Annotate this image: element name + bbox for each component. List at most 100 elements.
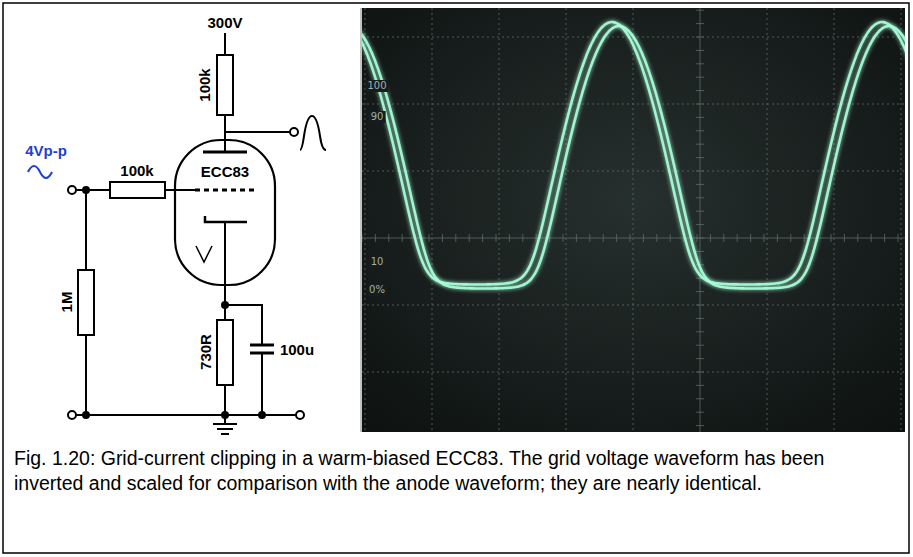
graticule-line — [362, 238, 905, 239]
wire — [224, 305, 226, 320]
graticule-line — [767, 8, 768, 432]
graticule-tick — [576, 234, 577, 242]
graticule-tick — [643, 234, 644, 242]
wire — [224, 33, 226, 55]
graticule-tick — [696, 224, 704, 225]
graticule-line — [901, 8, 902, 432]
figure-caption: Fig. 1.20: Grid-current clipping in a wa… — [14, 446, 884, 497]
cathode — [205, 216, 247, 222]
graticule-tick — [375, 234, 376, 242]
wire — [85, 335, 87, 415]
graticule-line — [432, 8, 433, 432]
graticule-tick — [844, 234, 845, 242]
input-wave-symbol — [28, 166, 52, 178]
graticule-tick — [362, 234, 363, 242]
graticule-tick — [696, 291, 704, 292]
graticule-tick — [696, 425, 704, 426]
junction-dot — [83, 412, 89, 418]
resistor-value: 100k — [197, 68, 212, 101]
resistor-symbol — [217, 320, 233, 385]
resistor-symbol — [110, 182, 165, 198]
graticule-label: 10 — [369, 256, 386, 268]
graticule-tick — [696, 184, 704, 185]
graticule-tick — [831, 234, 832, 242]
graticule-tick — [603, 234, 604, 242]
supply-voltage: 300V — [207, 15, 242, 30]
graticule-tick — [696, 23, 704, 24]
graticule-line — [362, 104, 905, 105]
resistor-value: 100k — [120, 163, 153, 178]
control-grid — [195, 189, 255, 192]
graticule-tick — [777, 234, 778, 242]
graticule-tick — [696, 398, 704, 399]
graticule-tick — [871, 234, 872, 242]
graticule-tick — [429, 234, 430, 242]
wire — [224, 385, 226, 415]
graticule-tick — [696, 37, 704, 38]
photo-edge — [361, 8, 362, 432]
graticule-tick — [402, 234, 403, 242]
graticule-line — [834, 8, 835, 432]
graticule-tick — [696, 358, 704, 359]
graticule-tick — [696, 50, 704, 51]
graticule-tick — [857, 234, 858, 242]
resistor-symbol — [78, 270, 94, 335]
graticule-label: 90 — [369, 111, 386, 123]
graticule-tick — [737, 234, 738, 242]
ground-symbol — [213, 423, 237, 425]
graticule-tick — [750, 234, 751, 242]
graticule-label: 0% — [367, 284, 387, 296]
graticule-tick — [442, 234, 443, 242]
graticule-tick — [696, 238, 704, 239]
graticule-tick — [790, 234, 791, 242]
graticule-tick — [696, 318, 704, 319]
oscilloscope-photo — [362, 8, 905, 432]
graticule-tick — [696, 345, 704, 346]
tube-type: ECC83 — [201, 164, 249, 179]
graticule-tick — [884, 234, 885, 242]
graticule-tick — [630, 234, 631, 242]
graticule-tick — [656, 234, 657, 242]
heater — [196, 246, 212, 262]
capacitor-value: 100u — [280, 342, 314, 357]
graticule-tick — [696, 157, 704, 158]
graticule-tick — [589, 234, 590, 242]
graticule-line — [633, 8, 634, 432]
scope-screen — [362, 8, 905, 432]
capacitor-symbol — [250, 344, 274, 347]
waveform-trace — [362, 26, 905, 288]
wire — [225, 305, 262, 345]
wire — [261, 353, 263, 415]
graticule-tick — [696, 77, 704, 78]
graticule-tick — [549, 234, 550, 242]
graticule-tick — [670, 234, 671, 242]
graticule-tick — [455, 234, 456, 242]
graticule-tick — [522, 234, 523, 242]
graticule-line — [566, 8, 567, 432]
graticule-tick — [723, 234, 724, 242]
graticule-tick — [696, 385, 704, 386]
graticule-tick — [764, 234, 765, 242]
output-wave-symbol — [300, 116, 326, 150]
graticule-tick — [496, 234, 497, 242]
graticule-tick — [616, 234, 617, 242]
waveform-trace — [362, 22, 905, 284]
figure-frame — [3, 3, 909, 553]
graticule — [362, 8, 905, 432]
signal-amplitude: 4Vp-p — [25, 143, 67, 158]
terminal — [68, 411, 76, 419]
graticule-tick — [898, 234, 899, 242]
resistor-value: 730R — [198, 334, 213, 370]
graticule-tick — [696, 117, 704, 118]
graticule-tick — [563, 234, 564, 242]
wire — [76, 189, 110, 191]
ground-symbol — [217, 428, 233, 430]
resistor-symbol — [217, 55, 233, 115]
graticule-tick — [696, 90, 704, 91]
graticule-tick — [696, 171, 704, 172]
anode-plate — [203, 151, 247, 154]
graticule-tick — [696, 63, 704, 64]
graticule-tick — [482, 234, 483, 242]
